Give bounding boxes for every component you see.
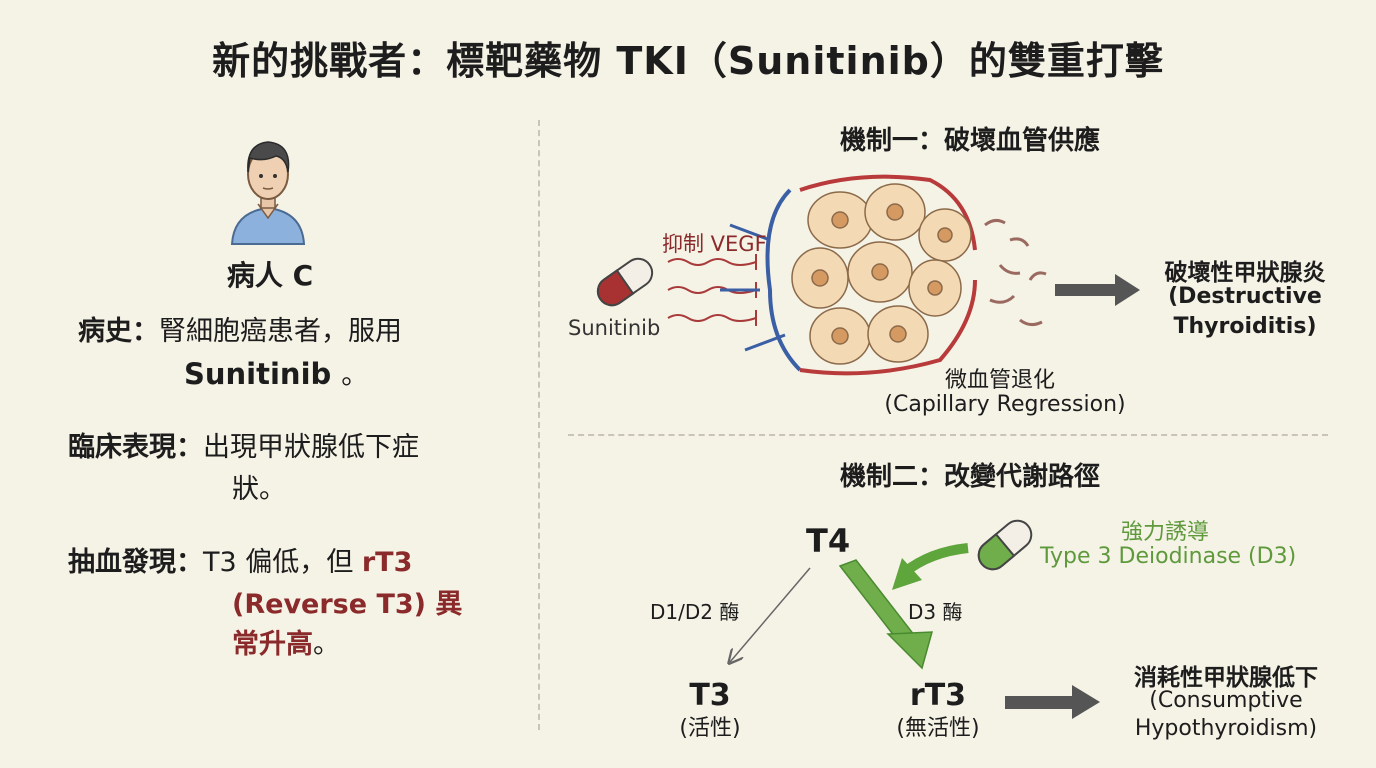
clinical-line2: 狀。 xyxy=(232,470,286,510)
blood-value-2: (Reverse T3) 異 xyxy=(232,589,463,620)
induce-arrow xyxy=(892,543,969,590)
mechanism1-title: 機制一：破壞血管供應 xyxy=(839,126,1100,156)
patient-avatar-icon xyxy=(230,141,306,245)
blood-value-3b: 。 xyxy=(313,629,340,660)
t4-label: T4 xyxy=(806,522,851,560)
destructive-thyroiditis-en-1: (Destructive xyxy=(1168,284,1322,309)
induce-en: Type 3 Deiodinase (D3) xyxy=(1040,544,1297,569)
blood-label: 抽血發現： xyxy=(68,547,203,578)
history-block: 病史：腎細胞癌患者，服用 xyxy=(78,312,402,352)
capillary-regression-zh: 微血管退化 xyxy=(944,368,1055,393)
blood-line3: 常升高。 xyxy=(232,625,340,665)
inhibit-vegf-label: 抑制 VEGF xyxy=(662,232,767,256)
horizontal-divider xyxy=(568,434,1328,436)
d12-arrow xyxy=(730,567,811,662)
page-title: 新的挑戰者：標靶藥物 TKI（Sunitinib）的雙重打擊 xyxy=(212,39,1164,83)
t3-sub: (活性) xyxy=(679,716,741,741)
sunitinib-label: Sunitinib xyxy=(568,316,661,340)
destructive-thyroiditis-en-2: Thyroiditis) xyxy=(1173,314,1317,339)
induce-zh: 強力誘導 xyxy=(1120,520,1209,545)
clinical-value-2: 狀。 xyxy=(232,474,286,505)
rt3-sub: (無活性) xyxy=(896,716,980,741)
consumptive-hypo-zh: 消耗性甲狀腺低下 xyxy=(1134,665,1318,691)
blood-rt3: rT3 xyxy=(361,547,413,578)
arrow-to-consumptive xyxy=(1005,685,1100,719)
d12-enzyme-label: D1/D2 酶 xyxy=(650,600,740,624)
clinical-label: 臨床表現： xyxy=(68,432,203,463)
capillary-regression-en: (Capillary Regression) xyxy=(884,392,1126,417)
thyroid-cells xyxy=(791,183,972,365)
broken-vessel-fragments xyxy=(984,218,1047,327)
history-value: 腎細胞癌患者，服用 xyxy=(159,316,402,347)
blood-value-1a: T3 偏低，但 xyxy=(203,547,362,578)
arrow-to-destructive xyxy=(1055,274,1140,306)
blood-block: 抽血發現：T3 偏低，但 rT3 xyxy=(68,543,412,583)
mechanism2-title: 機制二：改變代謝路徑 xyxy=(839,462,1100,492)
vertical-divider xyxy=(538,120,540,730)
blood-vessels xyxy=(720,174,977,376)
vegf-inhibition-lines xyxy=(667,254,757,326)
patient-name: 病人 C xyxy=(226,259,314,292)
blood-line2: (Reverse T3) 異 xyxy=(232,585,462,625)
d3-pill-icon xyxy=(977,519,1033,571)
history-end: 。 xyxy=(341,360,369,391)
history-drug: Sunitinib xyxy=(184,357,332,391)
sunitinib-pill-icon xyxy=(596,257,654,307)
history-drug-line: Sunitinib 。 xyxy=(184,354,368,396)
blood-value-3a: 常升高 xyxy=(232,629,313,660)
rt3-label: rT3 xyxy=(909,678,967,713)
clinical-block: 臨床表現：出現甲狀腺低下症 xyxy=(68,428,419,468)
t3-label: T3 xyxy=(689,678,731,713)
destructive-thyroiditis-zh: 破壞性甲狀腺炎 xyxy=(1164,260,1326,286)
clinical-value-1: 出現甲狀腺低下症 xyxy=(203,432,419,463)
consumptive-hypo-en-1: (Consumptive xyxy=(1149,688,1303,713)
consumptive-hypo-en-2: Hypothyroidism) xyxy=(1134,716,1318,741)
d3-enzyme-label: D3 酶 xyxy=(908,600,963,624)
history-label: 病史： xyxy=(78,316,159,347)
